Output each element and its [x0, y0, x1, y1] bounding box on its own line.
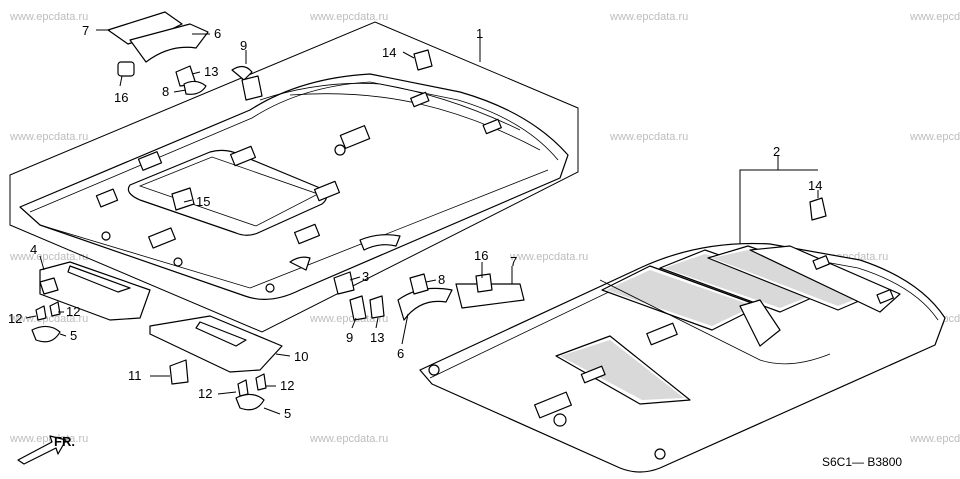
front-direction-arrow: FR. — [17, 434, 75, 465]
watermark: www.epcdata.ru — [509, 251, 588, 263]
callout-12: 12 — [66, 304, 80, 319]
watermark: www.epcdata.ru — [609, 131, 688, 143]
callout-12: 12 — [8, 311, 22, 326]
watermark: www.epcdata.ru — [9, 313, 88, 325]
watermark: www.epcdata.ru — [309, 11, 388, 23]
callout-2: 2 — [773, 144, 780, 159]
callout-14: 14 — [808, 178, 822, 193]
callout-12: 12 — [198, 386, 212, 401]
callout-16: 16 — [114, 90, 128, 105]
watermark: www.epcdata.ru — [9, 433, 88, 445]
callout-5: 5 — [70, 328, 77, 343]
diagram-code: S6C1— B3800 — [822, 455, 902, 469]
callout-7: 7 — [82, 23, 89, 38]
sunvisor-parts — [39, 261, 283, 373]
watermark: www.epcdata.ru — [9, 131, 88, 143]
callout-16: 16 — [474, 248, 488, 263]
callout-6: 6 — [214, 26, 221, 41]
callout-14: 14 — [382, 45, 396, 60]
callout-10: 10 — [294, 349, 308, 364]
callout-7: 7 — [510, 254, 517, 269]
callout-1: 1 — [476, 26, 483, 41]
callout-12: 12 — [280, 378, 294, 393]
callouts: 1 2 3 4 5 5 6 6 7 7 8 8 9 9 10 11 12 12 … — [8, 23, 822, 421]
watermark: www.epcdata.ru — [309, 313, 388, 325]
callout-5: 5 — [284, 406, 291, 421]
callout-9: 9 — [346, 330, 353, 345]
headlining-2-shape — [419, 242, 946, 473]
callout-6: 6 — [397, 346, 404, 361]
leader-lines — [25, 29, 819, 415]
watermark: www.epcdata.ru — [909, 433, 960, 445]
callout-9: 9 — [240, 38, 247, 53]
callout-8: 8 — [162, 84, 169, 99]
small-parts-left — [31, 11, 827, 411]
callout-11: 11 — [128, 368, 142, 383]
callout-3: 3 — [362, 269, 369, 284]
direction-label: FR. — [54, 434, 75, 449]
callout-15: 15 — [196, 194, 210, 209]
assembly-boundary-box — [9, 21, 579, 333]
callout-8: 8 — [438, 272, 445, 287]
watermark: www.epcdata.ru — [909, 131, 960, 143]
callout-4: 4 — [30, 242, 37, 257]
watermark: www.epcdata.ru — [909, 11, 960, 23]
watermark: www.epcdata.ru — [309, 433, 388, 445]
watermark: www.epcdata.ru — [609, 11, 688, 23]
watermark: www.epcdata.ru — [9, 251, 88, 263]
watermark: www.epcdata.ru — [9, 11, 88, 23]
callout-13: 13 — [204, 64, 218, 79]
callout-13: 13 — [370, 330, 384, 345]
headlining-1-shape — [19, 73, 569, 300]
